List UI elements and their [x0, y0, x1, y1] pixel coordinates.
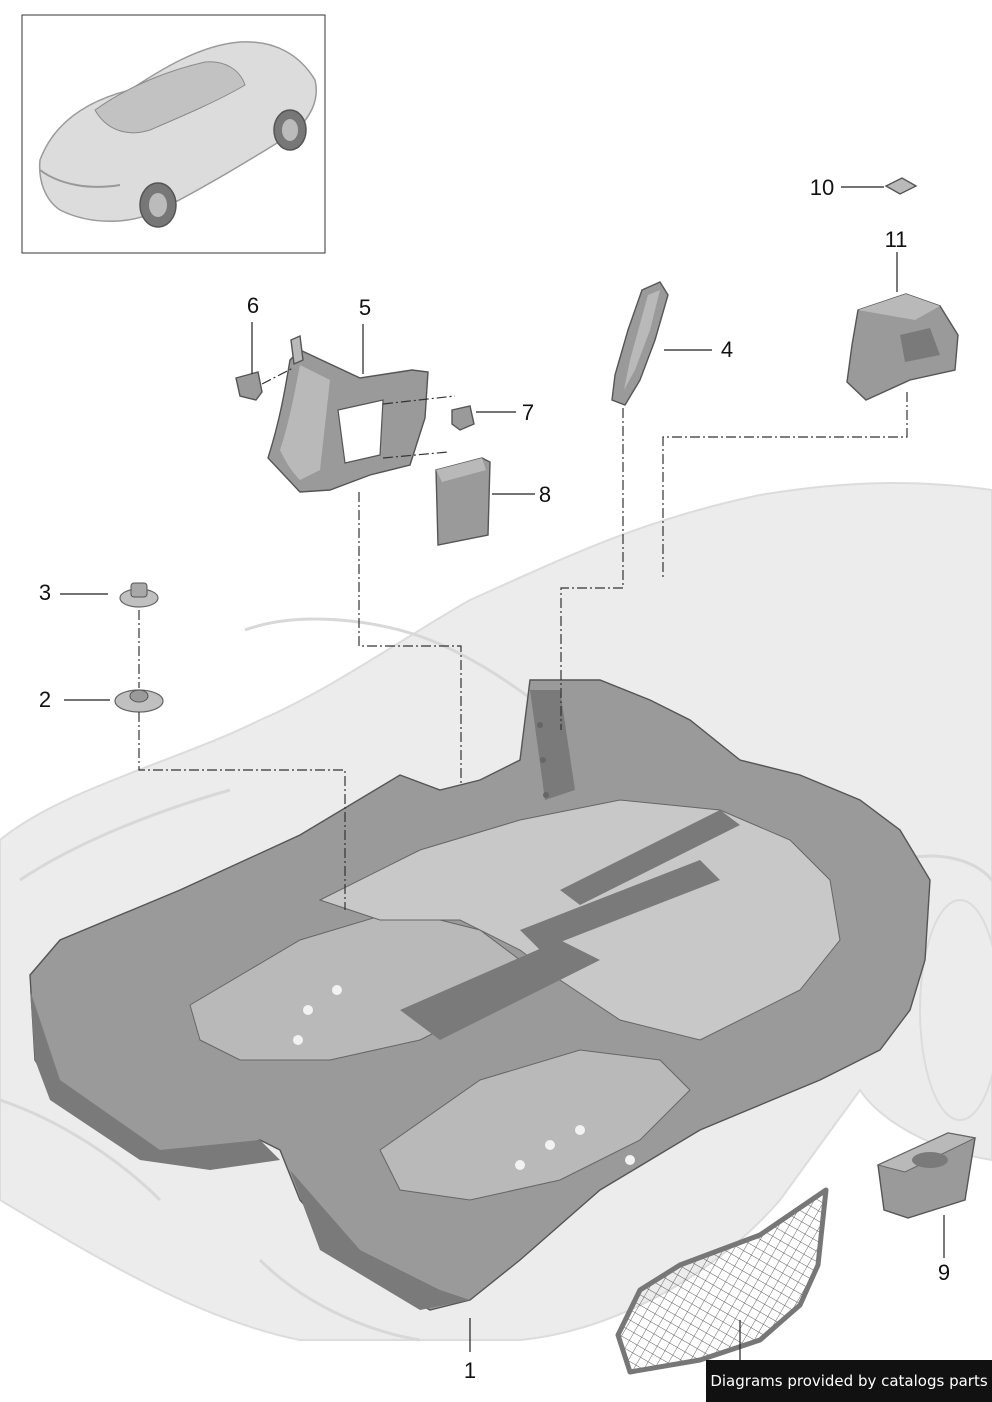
part-cover-housing — [846, 293, 959, 401]
callout-3: 3 — [39, 580, 51, 605]
callout-2: 2 — [39, 687, 51, 712]
footer-text: Diagrams provided by catalogs parts — [710, 1372, 988, 1390]
callout-11: 11 — [885, 227, 908, 252]
part-trim-panel — [267, 349, 429, 493]
part-clip-7 — [451, 405, 475, 431]
callout-6: 6 — [247, 293, 259, 318]
part-clip-base — [114, 689, 164, 713]
callout-4: 4 — [721, 337, 733, 362]
callout-10: 10 — [810, 175, 834, 200]
part-floor-carpet — [29, 679, 931, 1311]
callout-9: 9 — [938, 1260, 950, 1285]
callout-8: 8 — [539, 482, 551, 507]
part-small-clip — [884, 177, 918, 195]
callout-5: 5 — [359, 295, 371, 320]
part-storage-box — [876, 1132, 977, 1219]
footer-banner: Diagrams provided by catalogs parts — [706, 1360, 992, 1402]
callout-7: 7 — [522, 400, 534, 425]
part-cover-panel — [435, 457, 491, 546]
callout-labels: 1 2 3 4 5 6 7 8 9 10 11 — [39, 175, 950, 1383]
assembly-lines — [138, 367, 908, 910]
part-side-panel — [611, 281, 669, 406]
vehicle-thumbnail — [21, 14, 326, 254]
leader-lines — [60, 186, 945, 1362]
part-bracket — [235, 334, 304, 401]
cargo-net — [615, 1187, 829, 1375]
callout-1: 1 — [464, 1358, 476, 1383]
part-clip-cap — [119, 582, 159, 608]
